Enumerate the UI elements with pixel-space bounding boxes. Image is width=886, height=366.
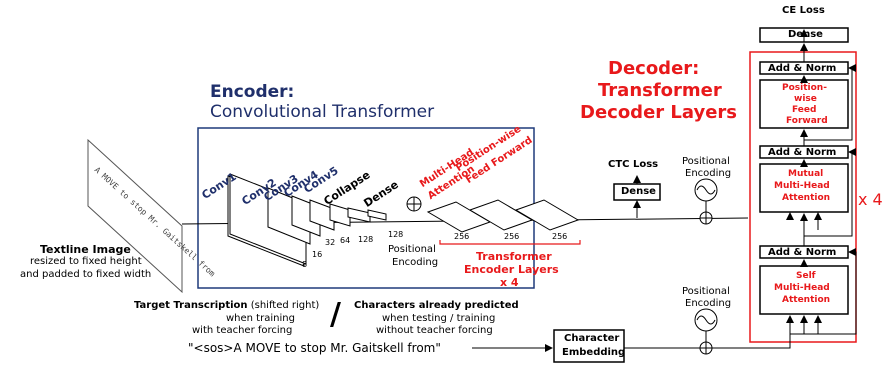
dec-mutual-2: Multi-Head	[774, 181, 830, 191]
dec-ffn-2: wise	[794, 94, 817, 104]
ctc-pos-enc-2: Encoding	[685, 168, 732, 179]
add-norm-1: Add & Norm	[768, 63, 837, 74]
dec-dense-label: Dense	[788, 29, 823, 40]
ctc-dense-label: Dense	[621, 186, 656, 197]
dec-ffn-4: Forward	[786, 116, 828, 126]
alt-title: Characters already predicted	[354, 300, 519, 311]
add-norm-2: Add & Norm	[768, 147, 837, 158]
decoder-title-2: Transformer	[598, 80, 722, 101]
conv-slabs	[227, 173, 387, 267]
dec-mutual-1: Mutual	[788, 169, 824, 179]
target-slash: /	[330, 297, 341, 332]
target-title: Target Transcription	[134, 300, 248, 311]
encoder-subtitle: Convolutional Transformer	[210, 102, 435, 122]
ce-loss-label: CE Loss	[782, 5, 825, 16]
dec-pos-enc-1: Positional	[682, 286, 730, 297]
enc-layers-label-2: Encoder Layers	[464, 263, 559, 276]
enc-pos-enc-label-2: Encoding	[392, 257, 439, 268]
ctc-pos-enc-1: Positional	[682, 156, 730, 167]
alt-desc-2: without teacher forcing	[376, 325, 493, 336]
dec-pos-enc-2: Encoding	[685, 298, 732, 309]
alt-desc-1: when testing / training	[382, 313, 496, 324]
dec-mutual-3: Attention	[782, 193, 831, 203]
decoder-title-1: Decoder:	[608, 58, 700, 79]
dim-256a: 256	[454, 232, 470, 241]
dim-256c: 256	[552, 232, 568, 241]
dec-repeat: x 4	[858, 190, 883, 209]
encoder-layer-blocks	[426, 199, 580, 233]
dim-16: 16	[312, 250, 323, 259]
dim-128b: 128	[388, 230, 404, 239]
dim-256b: 256	[504, 232, 520, 241]
decoder-red-box	[749, 51, 857, 343]
textline-desc-2: and padded to fixed width	[20, 269, 152, 280]
target-desc-2: with teacher forcing	[192, 325, 293, 336]
char-embed-1: Character	[564, 333, 620, 344]
dec-ffn-1: Position-	[782, 83, 827, 93]
target-shifted: (shifted right)	[247, 300, 320, 311]
target-desc-1: when training	[226, 313, 295, 324]
dim-64: 64	[340, 236, 351, 245]
dec-self-3: Attention	[782, 295, 831, 305]
textline-image	[87, 138, 183, 294]
char-embed-2: Embedding	[562, 347, 626, 358]
enc-layers-label-3: x 4	[500, 276, 519, 289]
enc-pos-enc-label-1: Positional	[388, 244, 436, 255]
add-norm-3: Add & Norm	[768, 247, 837, 258]
textline-desc-1: resized to fixed height	[30, 256, 142, 267]
target-sequence: "<sos>A MOVE to stop Mr. Gaitskell from"	[188, 341, 441, 355]
dec-self-1: Self	[796, 271, 816, 281]
ctc-loss-label: CTC Loss	[608, 159, 659, 170]
textline-title: Textline Image	[40, 243, 131, 256]
dim-32: 32	[325, 238, 336, 247]
encoder-title: Encoder:	[210, 82, 295, 102]
enc-layers-label-1: Transformer	[476, 250, 552, 263]
target-line: Target Transcription (shifted right)	[134, 301, 319, 311]
decoder-title-3: Decoder Layers	[580, 102, 738, 123]
dim-8: 8	[302, 260, 308, 269]
char-embedding-box	[553, 329, 625, 363]
dec-ffn-3: Feed	[792, 105, 817, 115]
dim-128a: 128	[358, 235, 374, 244]
dec-self-2: Multi-Head	[774, 283, 830, 293]
